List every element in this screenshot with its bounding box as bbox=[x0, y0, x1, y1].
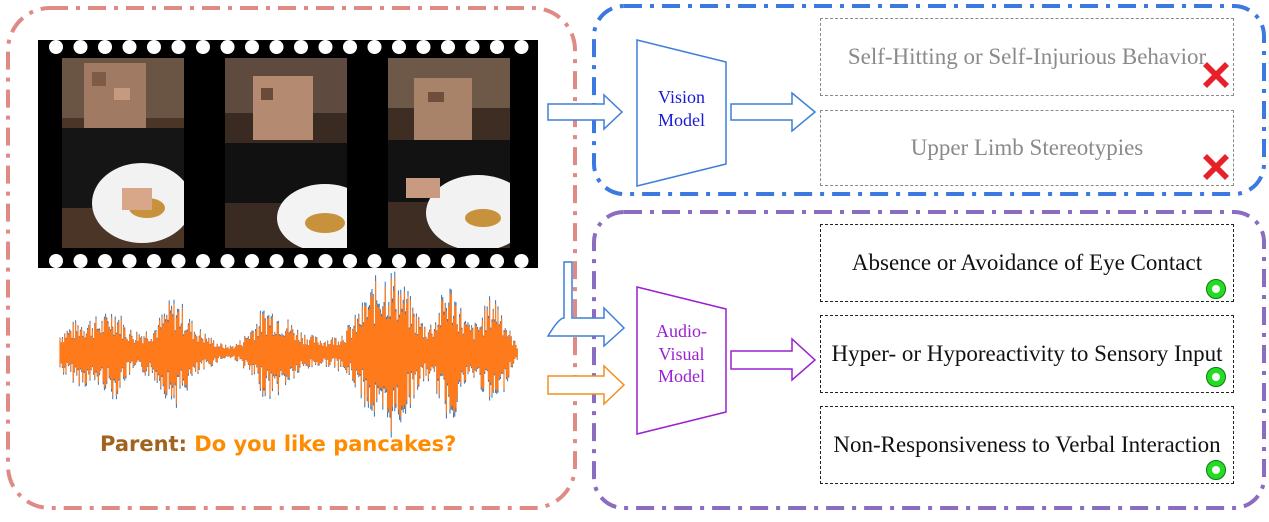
film-sprocket-hole bbox=[465, 40, 480, 54]
film-sprocket-hole bbox=[367, 254, 382, 268]
film-sprocket-hole bbox=[49, 254, 63, 268]
cross-icon bbox=[1203, 154, 1229, 180]
film-sprocket-hole bbox=[392, 254, 406, 268]
film-sprocket-hole bbox=[269, 254, 284, 268]
video-frame-3 bbox=[388, 58, 510, 248]
film-sprocket-hole bbox=[514, 40, 529, 54]
film-sprocket-hole bbox=[465, 254, 480, 268]
film-sprocket-hole bbox=[98, 254, 112, 268]
film-sprocket-hole bbox=[318, 40, 333, 54]
video-frame-2 bbox=[225, 58, 347, 248]
film-sprocket-hole bbox=[441, 40, 455, 54]
film-sprocket-hole bbox=[392, 40, 406, 54]
film-sprocket-hole bbox=[147, 40, 161, 54]
film-sprocket-hole bbox=[196, 40, 210, 54]
av-model-label: Audio- Visual Model bbox=[637, 320, 726, 388]
film-sprocket-hole bbox=[294, 40, 308, 54]
vision-output-2: Upper Limb Stereotypies bbox=[820, 110, 1234, 186]
av-output-1: Absence or Avoidance of Eye Contact bbox=[820, 224, 1234, 302]
film-sprocket-hole bbox=[196, 254, 210, 268]
av-output-3: Non-Responsiveness to Verbal Interaction bbox=[820, 406, 1234, 484]
cross-icon bbox=[1203, 62, 1229, 88]
av-output-2-label: Hyper- or Hyporeactivity to Sensory Inpu… bbox=[831, 341, 1223, 367]
film-sprocket-hole bbox=[490, 254, 504, 268]
film-sprocket-hole bbox=[245, 40, 259, 54]
vision-output-1: Self-Hitting or Self-Injurious Behavior bbox=[820, 18, 1234, 96]
audio-visual-frame bbox=[592, 210, 1266, 510]
film-sprocket-hole bbox=[171, 254, 186, 268]
av-model-label-line-2: Visual bbox=[658, 343, 705, 364]
vision-model-block bbox=[636, 39, 727, 187]
video-frame-1 bbox=[62, 58, 184, 248]
audio-to-av-arrow bbox=[547, 364, 626, 406]
av-model-label-line-1: Audio- bbox=[656, 321, 707, 341]
vision-model-label-line-1: Vision bbox=[658, 87, 705, 107]
utterance-text: Do you like pancakes? bbox=[194, 432, 457, 456]
film-sprocket-hole bbox=[269, 40, 284, 54]
audio-visual-model-block bbox=[636, 286, 727, 435]
vision-model-label: Vision Model bbox=[637, 86, 726, 131]
vision-frame bbox=[592, 4, 1266, 196]
av-output-3-label: Non-Responsiveness to Verbal Interaction bbox=[833, 432, 1221, 458]
film-sprocket-hole bbox=[318, 254, 333, 268]
film-sprocket-hole bbox=[171, 40, 186, 54]
film-sprocket-hole bbox=[49, 40, 63, 54]
speaker-label: Parent: bbox=[100, 432, 187, 456]
av-output-1-label: Absence or Avoidance of Eye Contact bbox=[851, 250, 1203, 276]
film-sprocket-hole bbox=[245, 254, 259, 268]
dialogue-caption: Parent: Do you like pancakes? bbox=[100, 432, 500, 456]
film-to-av-arrow bbox=[546, 261, 626, 348]
film-sprocket-hole bbox=[294, 254, 308, 268]
film-sprocket-hole bbox=[367, 40, 382, 54]
film-sprocket-hole bbox=[147, 254, 161, 268]
film-sprocket-hole bbox=[220, 40, 235, 54]
av-model-label-line-3: Model bbox=[658, 366, 705, 386]
film-sprocket-hole bbox=[343, 40, 357, 54]
audio-waveform bbox=[59, 271, 518, 438]
film-to-vision-arrow bbox=[547, 93, 624, 131]
film-sprocket-hole bbox=[416, 40, 431, 54]
check-circle-icon bbox=[1206, 367, 1226, 387]
waveform-trace bbox=[59, 277, 518, 432]
film-sprocket-hole bbox=[416, 254, 431, 268]
input-frame bbox=[6, 6, 577, 510]
film-sprocket-hole bbox=[220, 254, 235, 268]
film-sprocket-hole bbox=[490, 40, 504, 54]
film-sprocket-hole bbox=[98, 40, 112, 54]
av-to-outputs-arrow bbox=[730, 337, 817, 382]
vision-output-1-label: Self-Hitting or Self-Injurious Behavior bbox=[847, 44, 1207, 70]
check-circle-icon bbox=[1206, 279, 1226, 299]
film-sprocket-hole bbox=[73, 254, 88, 268]
av-output-2: Hyper- or Hyporeactivity to Sensory Inpu… bbox=[820, 315, 1234, 393]
film-sprocket-hole bbox=[122, 40, 137, 54]
vision-to-outputs-arrow bbox=[730, 91, 817, 133]
film-sprocket-hole bbox=[514, 254, 529, 268]
film-sprocket-hole bbox=[73, 40, 88, 54]
vision-output-2-label: Upper Limb Stereotypies bbox=[910, 135, 1144, 161]
check-circle-icon bbox=[1206, 460, 1226, 480]
film-sprocket-hole bbox=[343, 254, 357, 268]
film-sprocket-hole bbox=[441, 254, 455, 268]
film-sprocket-hole bbox=[122, 254, 137, 268]
vision-model-label-line-2: Model bbox=[658, 109, 705, 130]
